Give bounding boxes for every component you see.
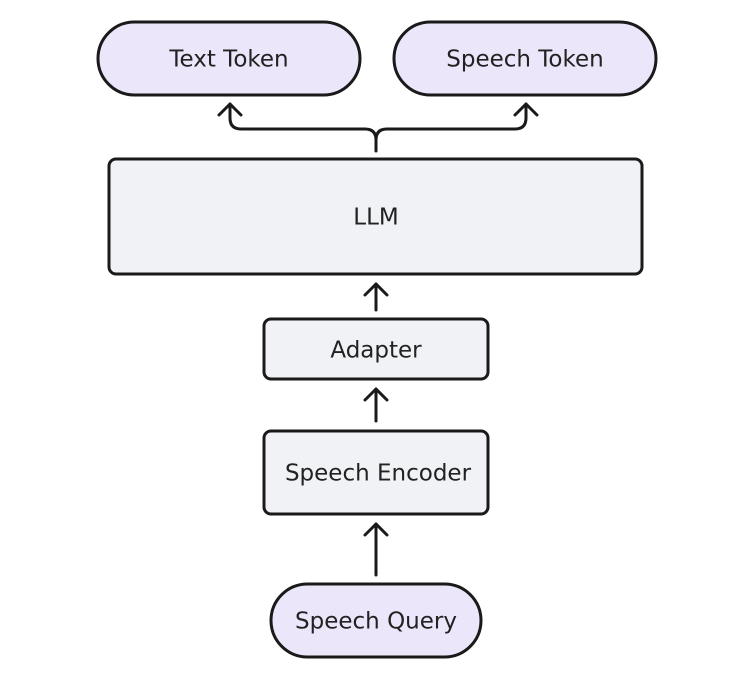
- encoder-to-adapter-arrow: [363, 387, 389, 423]
- llm-to-outputs-arrow: [217, 102, 539, 153]
- speech-query-node: Speech Query: [269, 582, 483, 659]
- query-to-encoder-arrow: [363, 522, 389, 577]
- text-token-node: Text Token: [96, 20, 362, 97]
- llm-node: LLM: [107, 157, 644, 276]
- adapter-node: Adapter: [262, 317, 490, 381]
- speech-query-label: Speech Query: [295, 609, 457, 635]
- llm-label: LLM: [353, 205, 398, 231]
- speech-token-node: Speech Token: [392, 20, 658, 97]
- speech-encoder-label: Speech Encoder: [285, 461, 472, 487]
- speech-token-label: Speech Token: [446, 47, 603, 73]
- speech-encoder-node: Speech Encoder: [262, 429, 490, 516]
- adapter-label: Adapter: [330, 338, 422, 364]
- adapter-to-llm-arrow: [363, 282, 389, 312]
- text-token-label: Text Token: [168, 47, 288, 73]
